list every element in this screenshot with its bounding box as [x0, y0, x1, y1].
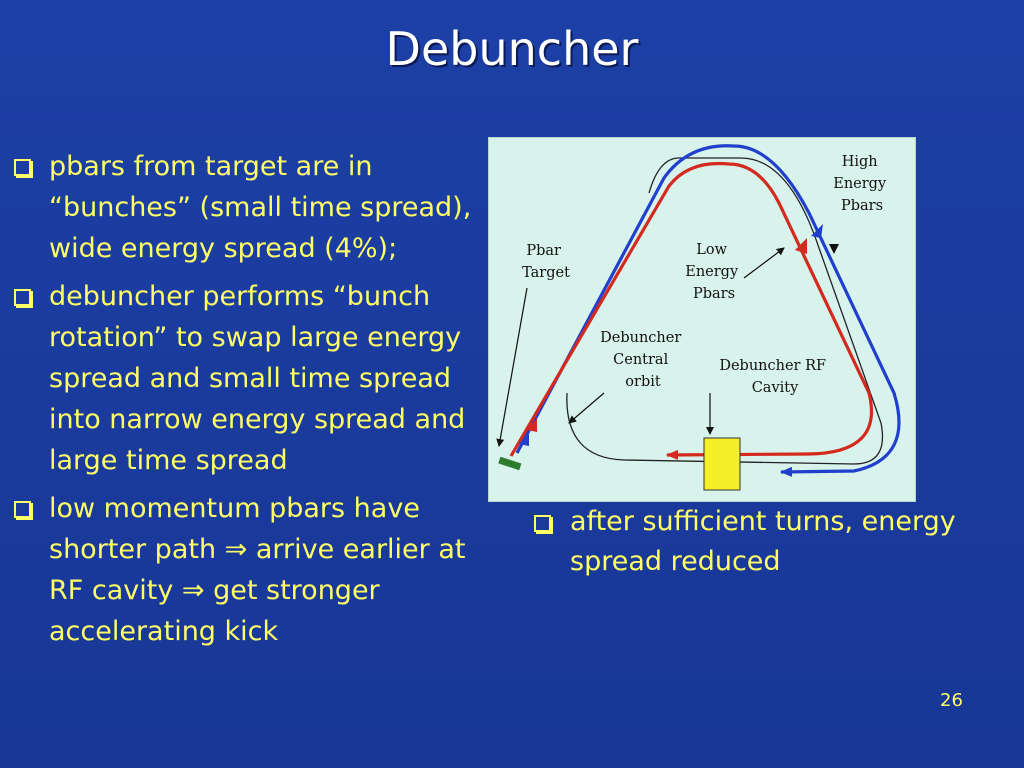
low-energy-path	[509, 161, 874, 460]
bullet-text: low momentum pbars have shorter path ⇒ a…	[49, 493, 466, 647]
pointer-target	[496, 287, 528, 447]
bullet-item: pbars from target are in “bunches” (smal…	[12, 146, 488, 269]
pbar-target-block	[498, 456, 522, 471]
checkbox-bullet-icon	[14, 159, 31, 176]
bullet-text: debuncher performs “bunch rotation” to s…	[49, 281, 466, 476]
right-bullet-item: after sufficient turns, energy spread re…	[528, 502, 998, 582]
checkbox-bullet-icon	[534, 515, 551, 532]
pointer-orbit	[568, 392, 605, 424]
page-number: 26	[940, 690, 963, 711]
label-low-energy: Low Energy Pbars	[685, 242, 743, 302]
pointer-low-energy	[743, 247, 785, 279]
high-energy-path	[515, 144, 901, 477]
debuncher-diagram-svg: High Energy Pbars Low Energy Pbars Pbar …	[496, 144, 901, 491]
bullet-list: pbars from target are in “bunches” (smal…	[12, 146, 488, 659]
label-rf-cavity: Debuncher RF Cavity	[719, 358, 830, 396]
bullet-item: low momentum pbars have shorter path ⇒ a…	[12, 488, 488, 652]
label-pbar-target: Pbar Target	[522, 243, 570, 281]
target-red-arrowhead	[527, 418, 537, 432]
target-blue-arrowhead	[519, 432, 529, 446]
black-arrowhead	[829, 244, 839, 254]
red-arrowhead	[795, 238, 807, 254]
checkbox-bullet-icon	[14, 289, 31, 306]
central-orbit-path	[566, 157, 884, 465]
label-central-orbit: Debuncher Central orbit	[600, 330, 686, 390]
right-bullet-text: after sufficient turns, energy spread re…	[570, 506, 956, 577]
rf-cavity-box	[703, 437, 741, 491]
debuncher-diagram: High Energy Pbars Low Energy Pbars Pbar …	[488, 137, 916, 502]
checkbox-bullet-icon	[14, 501, 31, 518]
bullet-text: pbars from target are in “bunches” (smal…	[49, 151, 472, 264]
blue-arrowhead	[811, 224, 823, 238]
slide-title: Debuncher	[385, 22, 639, 76]
bullet-item: debuncher performs “bunch rotation” to s…	[12, 276, 488, 481]
label-high-energy: High Energy Pbars	[833, 154, 891, 214]
